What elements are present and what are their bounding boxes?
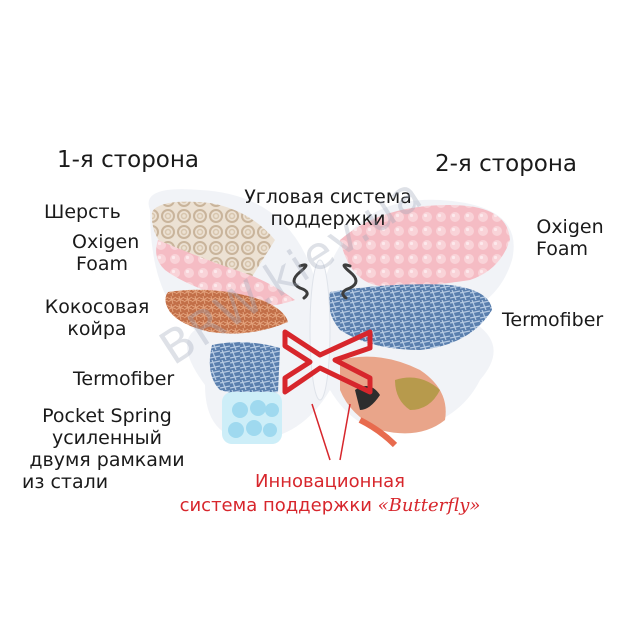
pocket-line2: усиленный	[51, 427, 163, 449]
corner-support-label: Угловая система поддержки	[228, 186, 428, 230]
pocket-line4: из стали	[22, 471, 109, 493]
corner-support-line2: поддержки	[270, 208, 386, 230]
left-upper-wing-foam	[156, 240, 295, 306]
right-oxigen-foam-line1: Oxigen	[536, 216, 604, 238]
left-coconut-layer	[165, 289, 288, 334]
pocket-line1: Pocket Spring	[42, 405, 172, 427]
right-termofiber-label: Termofiber	[502, 309, 604, 331]
side-2-label: 2-я сторона	[435, 151, 577, 177]
innovation-line2: система поддержки «Butterfly»	[140, 494, 520, 518]
left-oxigen-foam-line2: Foam	[75, 253, 129, 275]
pointer-line-left	[311, 403, 331, 461]
left-upper-wing-wool	[151, 201, 275, 280]
innovation-label: Инновационная система поддержки «Butterf…	[140, 470, 520, 518]
left-pocket-springs	[222, 392, 282, 444]
left-oxigen-foam-line1: Oxigen	[72, 231, 140, 253]
left-termofiber-label: Termofiber	[73, 368, 175, 390]
wool-label: Шерсть	[44, 201, 121, 223]
right-oxigen-foam-line2: Foam	[536, 238, 589, 260]
red-butterfly-frame	[282, 329, 373, 395]
corner-support-springs	[292, 263, 358, 300]
side-1-label: 1-я сторона	[57, 147, 199, 173]
butterfly-body	[309, 259, 331, 401]
left-termofiber-layer	[209, 342, 280, 395]
pointer-line-right	[339, 403, 351, 461]
coconut-line2: койра	[67, 318, 127, 340]
coconut-label: Кокосовая койра	[32, 296, 162, 340]
butterfly-brand: «Butterfly»	[377, 495, 481, 516]
pocket-line3: двумя рамками	[29, 449, 185, 471]
right-upper-wing-foam	[340, 205, 510, 287]
corner-support-line1: Угловая система	[244, 186, 412, 208]
innovation-line1: Инновационная	[254, 471, 405, 492]
coconut-line1: Кокосовая	[44, 296, 150, 318]
pocket-spring-label: Pocket Spring усиленный двумя рамками из…	[22, 405, 192, 493]
right-oxigen-foam-label: Oxigen Foam	[530, 216, 610, 260]
left-oxigen-foam-label: Oxigen Foam	[72, 231, 140, 275]
innovation-line2-prefix: система поддержки	[179, 495, 372, 516]
